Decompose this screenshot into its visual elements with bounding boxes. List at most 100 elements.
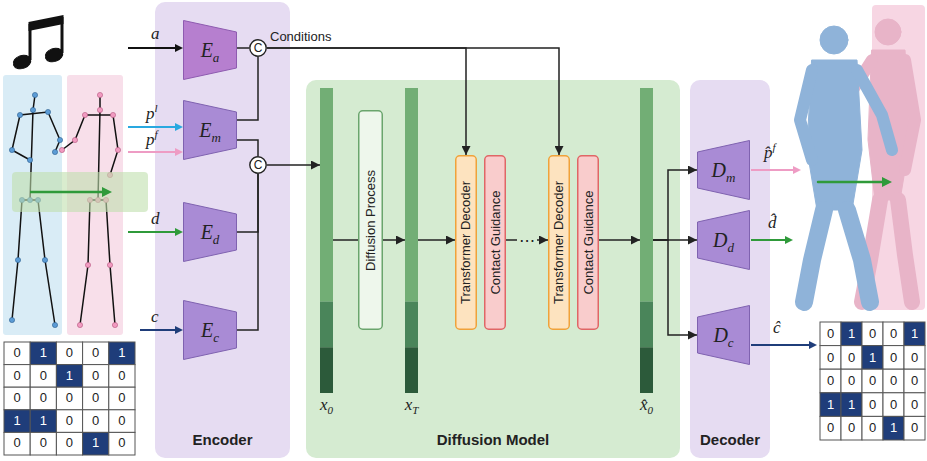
matrix-value: 1 [862, 346, 883, 370]
node-label: Dd [713, 229, 734, 252]
skeleton-joints [30, 107, 35, 112]
matrix-value: 1 [109, 342, 135, 365]
matrix-cell [30, 365, 56, 388]
latent-bar-shape [640, 302, 653, 348]
matrix-cell [904, 416, 925, 440]
matrix-value: 0 [109, 410, 135, 433]
matrix-cell [83, 387, 109, 410]
matrix-cell [820, 346, 841, 370]
matrix-cell [83, 365, 109, 388]
matrix-cell [83, 410, 109, 433]
distance-band [12, 172, 148, 212]
node-label: Contact Guidance [488, 190, 503, 294]
matrix-value: 0 [820, 369, 841, 393]
matrix-value: 0 [109, 432, 135, 455]
flow-connector [237, 174, 258, 232]
skeleton-figure [12, 150, 30, 160]
flow-connector [333, 239, 358, 241]
panel-fill [155, 2, 770, 458]
matrix-value: 1 [83, 432, 109, 455]
flow-connector [237, 57, 258, 120]
node-label: Transformer Decoder [552, 181, 567, 304]
input-arrows [128, 151, 176, 153]
matrix-cell [862, 416, 883, 440]
node-label: Ed [201, 221, 220, 244]
matrix-cell [109, 342, 135, 365]
body-meshes [818, 181, 884, 184]
output-symbol: d̂ [768, 213, 777, 233]
panel-title: Encoder [192, 431, 252, 448]
latent-bar: xT [405, 88, 418, 393]
matrix-cell [820, 416, 841, 440]
latent-bar-shape [405, 88, 418, 302]
matrix-cell [30, 432, 56, 455]
skeleton-joints [17, 112, 22, 117]
skeleton-joints [32, 92, 37, 97]
matrix-cell [862, 369, 883, 393]
skeleton-joints [112, 322, 117, 327]
matrix-value: 1 [30, 342, 56, 365]
skeleton-joints [110, 112, 115, 117]
decoder-block-shape [698, 211, 750, 270]
matrix-value: 0 [904, 369, 925, 393]
flow-connector [418, 239, 455, 241]
output-symbol: ĉ [773, 318, 781, 338]
transformer-block-shape [549, 156, 570, 330]
node-label: Contact Guidance [581, 190, 596, 294]
matrix-value: 0 [862, 322, 883, 346]
output-arrows [793, 166, 801, 174]
matrix-value: 0 [56, 432, 82, 455]
matrix-value: 0 [862, 369, 883, 393]
distance-band [12, 172, 148, 212]
matrix-cell [862, 346, 883, 370]
skeleton-figure [62, 115, 118, 175]
latent-bar-shape [405, 302, 418, 348]
matrix-cell [4, 432, 30, 455]
transformer-block: Transformer Decoder [548, 155, 570, 330]
matrix-value: 0 [883, 393, 904, 417]
decoder-block: Dc [697, 305, 750, 365]
concat-op: C [249, 156, 267, 174]
flow-connector [267, 164, 320, 166]
input-arrows [175, 326, 183, 334]
process-box: Diffusion Process [358, 110, 383, 330]
distance-band [30, 191, 104, 194]
guidance-block-shape [485, 156, 506, 330]
decoder-block: Dm [697, 140, 750, 200]
body-meshes [857, 70, 892, 150]
node-label: Em [199, 119, 221, 142]
matrix-cell [841, 416, 862, 440]
input-arrows [140, 329, 176, 331]
concat-op-shape [250, 40, 266, 56]
matrix-value: 0 [109, 387, 135, 410]
matrix-value: 0 [109, 365, 135, 388]
matrix-value: 0 [904, 393, 925, 417]
matrix-value: 1 [30, 410, 56, 433]
concat-op-shape [250, 157, 266, 173]
output-arrows [751, 344, 810, 346]
matrix-value: 0 [83, 365, 109, 388]
panel-title: Decoder [700, 431, 760, 448]
matrix-cell [56, 387, 82, 410]
skeleton-joints [42, 257, 47, 262]
latent-bar-shape [320, 302, 333, 348]
skeleton-joints [52, 149, 57, 154]
matrix-value: 1 [820, 393, 841, 417]
matrix-value: 1 [883, 416, 904, 440]
flow-connector [237, 140, 258, 156]
latent-bar: x0 [320, 88, 333, 393]
matrix-cell [56, 342, 82, 365]
matrix-cell [30, 387, 56, 410]
latent-bar-shape [640, 88, 653, 393]
matrix-value: 0 [30, 365, 56, 388]
flow-connector [237, 174, 258, 330]
matrix-cell [30, 410, 56, 433]
body-meshes [800, 70, 812, 160]
panel-title: Diffusion Model [437, 431, 550, 448]
encoder-block-shape [184, 101, 237, 160]
latent-bar-shape [320, 88, 333, 393]
node-label: xT [405, 395, 419, 415]
matrix-value: 0 [4, 387, 30, 410]
input-arrows [175, 44, 183, 52]
